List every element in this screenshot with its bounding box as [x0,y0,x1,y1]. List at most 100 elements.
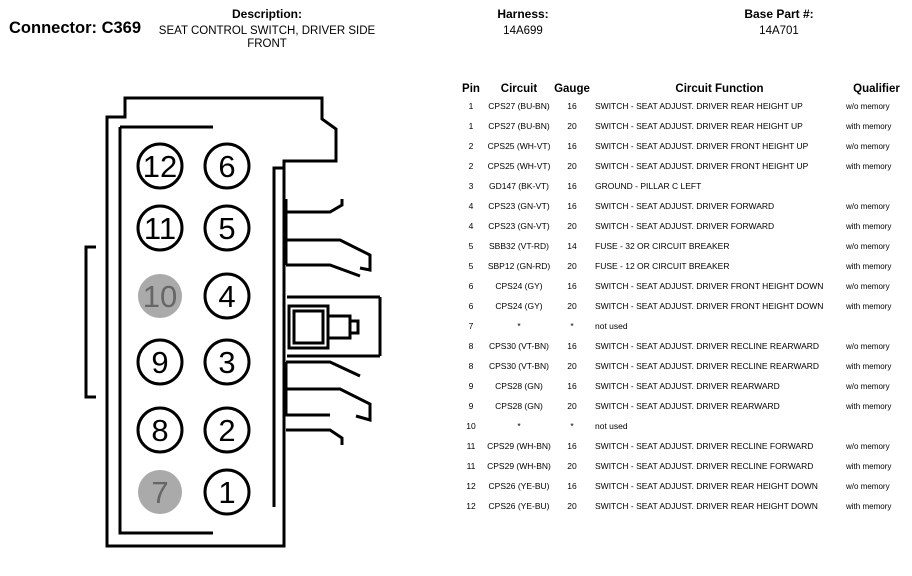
pin-1: 1 [203,468,251,516]
qualifier-cell: with memory [846,462,892,472]
connector-label: Connector: C369 [9,19,142,37]
circuit-cell: CPS24 (GY) [495,281,543,292]
description-value: SEAT CONTROL SWITCH, DRIVER SIDE FRONT [158,25,376,50]
pin-cell: 6 [468,281,474,292]
table-row: 3 GD147 (BK-VT) 16 GROUND - PILLAR C LEFT [455,177,907,197]
gauge-cell: 20 [567,361,577,372]
circuit-function-cell: SWITCH - SEAT ADJUST. DRIVER FORWARD [595,201,775,212]
pin-10: 10 [138,274,182,318]
circuit-function-cell: SWITCH - SEAT ADJUST. DRIVER REAR HEIGHT… [595,481,818,492]
pin-cell: 6 [468,301,474,312]
pin-cell: 9 [468,401,474,412]
circuit-function-cell: SWITCH - SEAT ADJUST. DRIVER REAR HEIGHT… [595,101,803,112]
header-qualifier: Qualifier [853,83,900,95]
gauge-cell: 16 [567,141,577,152]
circuit-function-cell: SWITCH - SEAT ADJUST. DRIVER REARWARD [595,381,780,392]
pin-number: 12 [143,149,177,184]
circuit-cell: CPS29 (WH-BN) [487,461,551,472]
circuit-cell: SBP12 (GN-RD) [487,261,551,272]
pin-3: 3 [203,338,251,386]
gauge-cell: * [570,321,574,332]
harness-value: 14A699 [503,25,543,37]
qualifier-cell [846,417,907,437]
gauge-cell: 16 [567,201,577,212]
pin-cell: 10 [466,421,476,432]
pin-cell: 8 [468,361,474,372]
qualifier-cell: with memory [846,122,892,132]
circuit-function-cell: SWITCH - SEAT ADJUST. DRIVER FRONT HEIGH… [595,161,809,172]
qualifier-cell: with memory [846,502,892,512]
gauge-cell: 20 [567,121,577,132]
gauge-cell: 14 [567,241,577,252]
circuit-function-cell: SWITCH - SEAT ADJUST. DRIVER REARWARD [595,401,780,412]
circuit-cell: CPS28 (GN) [495,381,543,392]
pin-11: 11 [136,204,184,252]
pin-number: 6 [218,149,235,184]
circuit-cell: GD147 (BK-VT) [489,181,549,192]
gauge-cell: 20 [567,261,577,272]
pin-number: 11 [144,211,176,246]
pin-circle [136,142,184,190]
description-title: Description: [231,7,302,21]
circuit-function-cell: SWITCH - SEAT ADJUST. DRIVER FORWARD [595,221,775,232]
pin-number: 10 [143,279,177,314]
pin-number: 1 [218,475,235,510]
gauge-cell: 20 [567,401,577,412]
gauge-cell: * [570,421,574,432]
pin-circle [136,338,184,386]
pin-number: 7 [151,475,168,510]
gauge-cell: 16 [567,181,577,192]
pin-cell: 3 [468,181,474,192]
harness-title: Harness: [497,7,549,21]
pin-9: 9 [136,338,184,386]
pin-7: 7 [138,470,182,514]
qualifier-cell: w/o memory [846,342,890,352]
circuit-cell: CPS30 (VT-BN) [489,341,549,352]
circuit-cell: CPS23 (GN-VT) [488,201,550,212]
pin-number: 4 [218,279,235,314]
table-row: 7**not used [455,317,907,337]
pin-circle [203,468,251,516]
pin-2: 2 [203,406,251,454]
pin-cell: 2 [468,161,474,172]
gauge-cell: 20 [567,501,577,512]
circuit-table: Pin Circuit Gauge Circuit Function Quali… [455,81,907,517]
pin-circle [203,272,251,320]
pin-circle [138,274,182,318]
pin-cell: 4 [468,221,474,232]
pin-number: 9 [151,345,168,380]
circuit-function-cell: SWITCH - SEAT ADJUST. DRIVER RECLINE REA… [595,341,820,352]
pin-cell: 2 [468,141,474,152]
pin-circle [203,406,251,454]
circuit-function-cell: SWITCH - SEAT ADJUST. DRIVER RECLINE REA… [595,361,820,372]
circuit-function-cell: SWITCH - SEAT ADJUST. DRIVER REAR HEIGHT… [595,121,803,132]
gauge-cell: 16 [567,281,577,292]
pin-circle [203,204,251,252]
circuit-function-cell: SWITCH - SEAT ADJUST. DRIVER FRONT HEIGH… [595,281,824,292]
qualifier-cell: with memory [846,302,892,312]
pin-circle [203,142,251,190]
circuit-cell: CPS26 (YE-BU) [488,501,550,512]
circuit-cell: * [517,421,521,432]
gauge-cell: 20 [567,301,577,312]
qualifier-cell: with memory [846,162,892,172]
qualifier-cell: w/o memory [846,142,890,152]
circuit-function-cell: SWITCH - SEAT ADJUST. DRIVER FRONT HEIGH… [595,141,809,152]
circuit-function-cell: GROUND - PILLAR C LEFT [595,181,702,192]
qualifier-cell: w/o memory [846,442,890,452]
circuit-cell: CPS25 (WH-VT) [487,161,551,172]
qualifier-cell: w/o memory [846,242,890,252]
pin-circle [136,204,184,252]
pin-8: 8 [136,406,184,454]
pin-number: 5 [218,211,235,246]
circuit-cell: CPS24 (GY) [495,301,543,312]
circuit-function-cell: SWITCH - SEAT ADJUST. DRIVER RECLINE FOR… [595,441,814,452]
circuit-cell: * [517,321,521,332]
qualifier-cell: w/o memory [846,102,890,112]
